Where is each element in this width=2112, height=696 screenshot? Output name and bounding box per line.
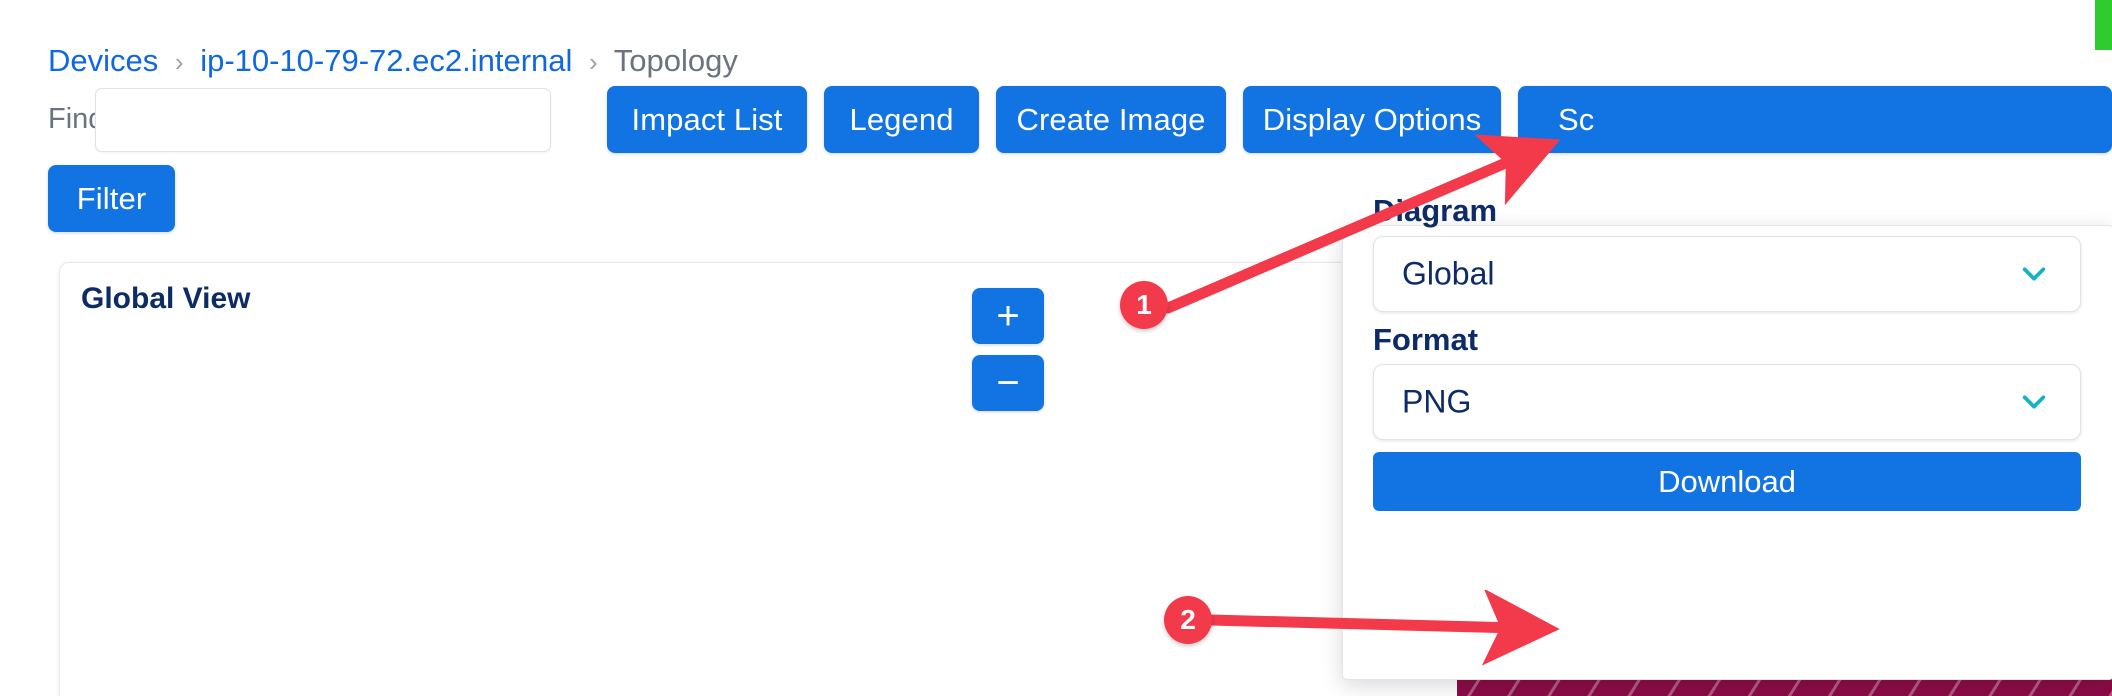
partial-button[interactable]: Sc: [1518, 86, 2112, 153]
chevron-down-icon: [2022, 267, 2046, 281]
find-input[interactable]: [95, 88, 551, 152]
impact-list-button[interactable]: Impact List: [607, 86, 807, 153]
format-select[interactable]: PNG: [1373, 364, 2081, 440]
breadcrumb: Devices › ip-10-10-79-72.ec2.internal › …: [48, 44, 738, 79]
diagram-select-value: Global: [1402, 255, 1495, 292]
create-image-button[interactable]: Create Image: [996, 86, 1226, 153]
zoom-out-button[interactable]: −: [972, 355, 1044, 411]
breadcrumb-item-topology: Topology: [613, 43, 738, 78]
breadcrumb-item-devices[interactable]: Devices: [48, 43, 159, 78]
global-view-title: Global View: [81, 282, 251, 315]
diagram-label: Diagram: [1373, 193, 1498, 228]
annotation-marker-2: 2: [1164, 596, 1212, 644]
chevron-down-icon: [2022, 395, 2046, 409]
download-button[interactable]: Download: [1373, 452, 2081, 511]
breadcrumb-separator: ›: [589, 47, 598, 77]
zoom-in-button[interactable]: +: [972, 288, 1044, 344]
format-label: Format: [1373, 322, 1479, 357]
filter-button[interactable]: Filter: [48, 165, 175, 232]
display-options-button[interactable]: Display Options: [1243, 86, 1501, 153]
breadcrumb-item-host[interactable]: ip-10-10-79-72.ec2.internal: [200, 43, 573, 78]
annotation-marker-1: 1: [1120, 281, 1168, 329]
breadcrumb-separator: ›: [174, 47, 184, 77]
status-strip-green: [2095, 0, 2112, 50]
format-select-value: PNG: [1402, 383, 1472, 420]
diagram-select[interactable]: Global: [1373, 236, 2081, 312]
legend-button[interactable]: Legend: [824, 86, 979, 153]
